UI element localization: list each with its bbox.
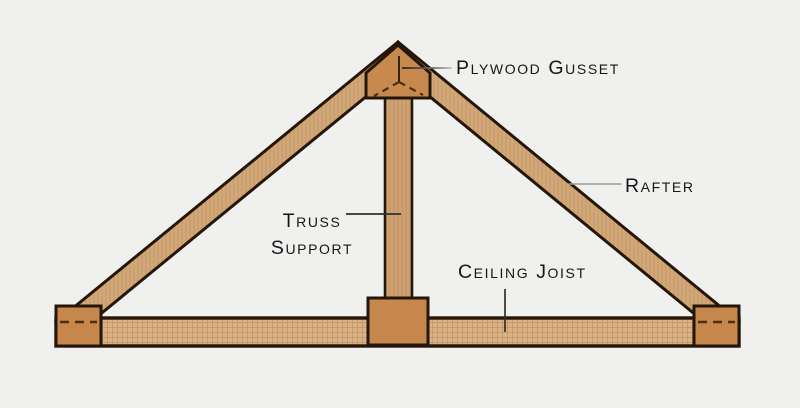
left-end-block bbox=[54, 304, 103, 348]
hidden-rafter-edge-left bbox=[373, 81, 400, 97]
plywood-gusset-label: Plywood Gusset bbox=[456, 57, 620, 79]
left-rafter bbox=[53, 39, 415, 342]
hidden-rafter-edge-right bbox=[398, 81, 424, 96]
truss-support-label: Truss Support bbox=[270, 210, 354, 259]
truss-support-post bbox=[383, 95, 414, 303]
center-block bbox=[366, 296, 430, 347]
rafter-label: Rafter bbox=[625, 175, 695, 197]
plywood-gusset-plate bbox=[364, 43, 432, 100]
ceiling-joist-label: Ceiling Joist bbox=[458, 261, 587, 283]
right-end-block bbox=[692, 304, 741, 348]
